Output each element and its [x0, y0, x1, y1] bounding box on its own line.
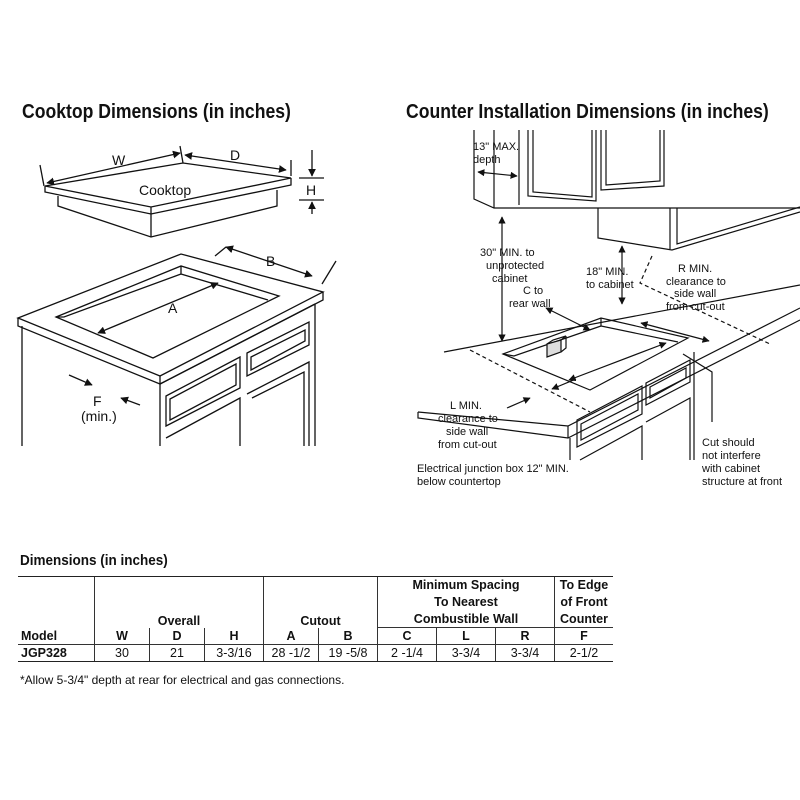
cut-note-label-2: not interfere	[702, 450, 761, 462]
spacing-group-label-1: Minimum Spacing	[412, 578, 520, 593]
unprotected-label-3: cabinet	[492, 273, 527, 285]
junction-box-label-2: below countertop	[417, 476, 501, 488]
r-min-label-2: clearance to	[666, 276, 726, 288]
a-label: A	[168, 300, 178, 316]
d-label: D	[230, 147, 240, 163]
edge-group-label-3: Counter	[560, 611, 608, 626]
cell-c: 2 -1/4	[377, 644, 437, 662]
cell-d: 21	[149, 644, 205, 662]
overall-group-label: Overall	[157, 613, 201, 628]
l-min-label-4: from cut-out	[438, 439, 497, 451]
upper-cabinet	[473, 130, 800, 209]
countertop-right	[443, 284, 800, 353]
cell-r: 3-3/4	[495, 644, 555, 662]
cooktop-label: Cooktop	[139, 182, 191, 198]
spacing-group-label-3: Combustible Wall	[413, 611, 519, 626]
unprotected-label-1: 30" MIN. to	[480, 247, 535, 259]
col-header-c: C	[377, 627, 437, 645]
cutout-group-label: Cutout	[300, 613, 341, 628]
edge-group-label-2: of Front	[560, 595, 608, 609]
col-header-r: R	[495, 627, 555, 645]
col-header-b: B	[318, 627, 378, 645]
col-header-model: Model	[18, 627, 95, 645]
col-header-w: W	[94, 627, 150, 645]
b-label: B	[266, 253, 275, 269]
f-label: F	[93, 393, 102, 409]
l-min-label-3: side wall	[446, 426, 488, 438]
dimensions-table: Overall Cutout Minimum Spacing To Edge T…	[18, 576, 613, 662]
col-header-h: H	[204, 627, 264, 645]
max-depth-label-1: 13" MAX.	[473, 141, 519, 153]
col-header-l: L	[436, 627, 496, 645]
cell-f: 2-1/2	[554, 644, 613, 662]
cell-a: 28 -1/2	[263, 644, 319, 662]
r-min-label-1: R MIN.	[678, 263, 712, 275]
counter-installation-diagram: 13" MAX. depth 30" MIN. to unprotected c…	[417, 130, 800, 488]
cell-h: 3-3/16	[204, 644, 264, 662]
cell-w: 30	[94, 644, 150, 662]
col-header-f: F	[554, 627, 613, 645]
cooktop-dimension-diagram: W D H Cooktop A B F (min.)	[16, 145, 337, 446]
table-row: JGP328 30 21 3-3/16 28 -1/2 19 -5/8 2 -1…	[18, 644, 613, 662]
footnote: *Allow 5-3/4" depth at rear for electric…	[20, 673, 345, 687]
max-depth-label-2: depth	[473, 154, 501, 166]
junction-box-label-1: Electrical junction box 12" MIN.	[417, 463, 569, 475]
dimensions-table-title: Dimensions (in inches)	[20, 552, 168, 569]
l-min-label-1: L MIN.	[450, 400, 482, 412]
spacing-group-label-2: To Nearest	[434, 595, 498, 609]
counter-installation-heading: Counter Installation Dimensions (in inch…	[406, 101, 769, 123]
col-header-a: A	[263, 627, 319, 645]
c-rear-label-1: C to	[523, 285, 543, 297]
unprotected-label-2: unprotected	[486, 260, 544, 272]
cut-note-label-4: structure at front	[702, 476, 782, 488]
r-min-label-4: from cut-out	[666, 301, 725, 313]
col-header-d: D	[149, 627, 205, 645]
cooktop-dimensions-heading: Cooktop Dimensions (in inches)	[22, 101, 291, 123]
c-rear-label-2: rear wall	[509, 298, 551, 310]
cut-note-label-3: with cabinet	[701, 463, 760, 475]
cell-b: 19 -5/8	[318, 644, 378, 662]
cabinet-18-label-1: 18" MIN.	[586, 266, 628, 278]
h-label: H	[306, 182, 316, 198]
cell-l: 3-3/4	[436, 644, 496, 662]
l-min-label-2: clearance to	[438, 413, 498, 425]
w-label: W	[112, 152, 126, 168]
cut-note-label-1: Cut should	[702, 437, 755, 449]
r-min-label-3: side wall	[674, 288, 716, 300]
f-min-label: (min.)	[81, 408, 117, 424]
cabinet-18-label-2: to cabinet	[586, 279, 634, 291]
edge-group-label-1: To Edge	[559, 578, 609, 593]
model-cell: JGP328	[18, 644, 95, 662]
